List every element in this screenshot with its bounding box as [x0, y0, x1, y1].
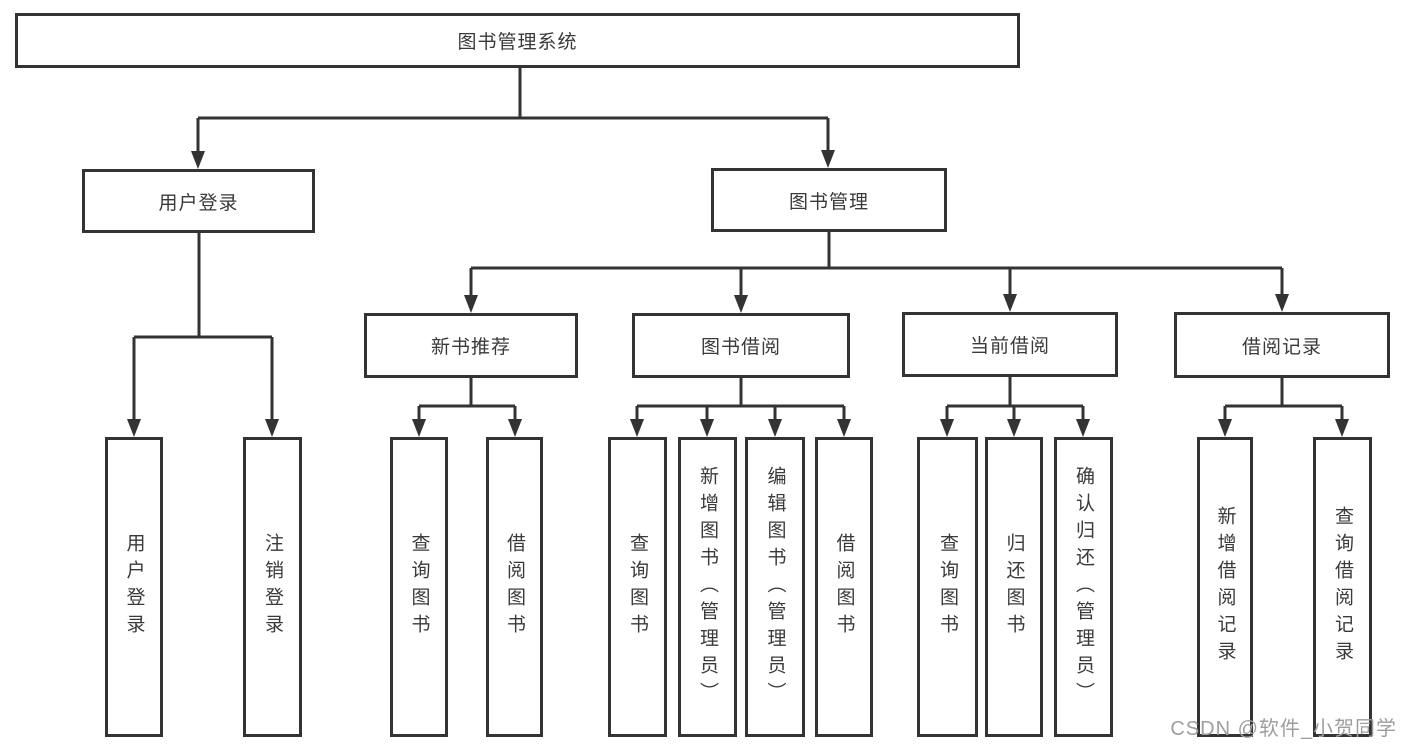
- leaf-logout: 注销登录: [243, 437, 302, 737]
- leaf-confirm-return-admin: 确认归还（管理员）: [1054, 437, 1113, 737]
- leaf-query-books-current: 查询图书: [917, 437, 978, 737]
- leaf-query-books-recommend: 查询图书: [390, 437, 448, 737]
- leaf-add-borrow-record: 新增借阅记录: [1197, 437, 1253, 737]
- node-borrowing-records: 借阅记录: [1174, 312, 1390, 378]
- node-current-borrowing: 当前借阅: [902, 312, 1118, 377]
- leaf-return-books: 归还图书: [985, 437, 1043, 737]
- node-book-management: 图书管理: [711, 168, 947, 232]
- leaf-user-login: 用户登录: [105, 437, 163, 737]
- leaf-borrow-books-borrowing: 借阅图书: [815, 437, 873, 737]
- leaf-borrow-books-recommend: 借阅图书: [486, 437, 543, 737]
- node-library-system-root: 图书管理系统: [15, 13, 1020, 68]
- node-new-book-recommend: 新书推荐: [364, 313, 578, 378]
- leaf-add-books-admin: 新增图书（管理员）: [678, 437, 737, 737]
- watermark-csdn: CSDN @软件_小贺同学: [1170, 718, 1397, 740]
- leaf-edit-books-admin: 编辑图书（管理员）: [745, 437, 805, 737]
- leaf-query-books-borrowing: 查询图书: [608, 437, 667, 737]
- node-user-login: 用户登录: [82, 169, 315, 233]
- leaf-query-borrow-record: 查询借阅记录: [1313, 437, 1372, 737]
- node-book-borrowing: 图书借阅: [632, 313, 850, 378]
